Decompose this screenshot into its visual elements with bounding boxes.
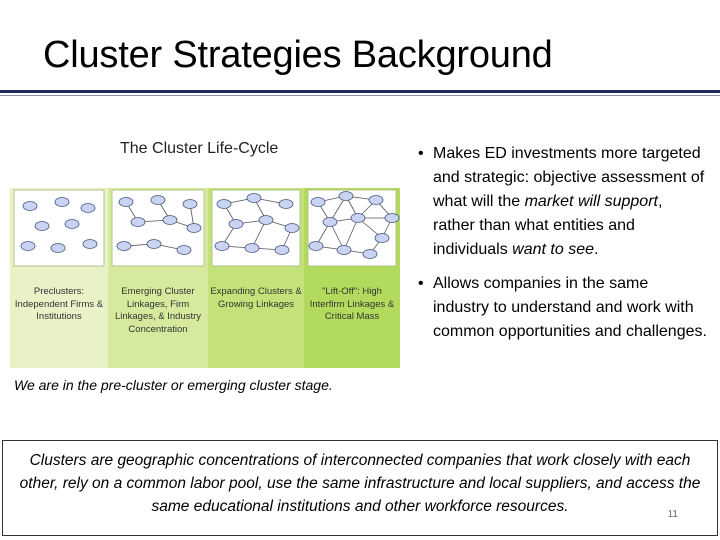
- diagram-node: [146, 239, 162, 249]
- bullet-item: • Makes ED investments more targeted and…: [418, 142, 708, 262]
- diagram-node: [54, 197, 70, 207]
- diagram-node: [374, 233, 390, 243]
- network-diagram-sparse: [13, 189, 105, 267]
- diagram-link: [343, 217, 359, 251]
- stage-precluster: Preclusters: Independent Firms & Institu…: [10, 188, 108, 368]
- network-diagram-expanding: [211, 189, 301, 267]
- diagram-node: [116, 241, 132, 251]
- diagram-node: [22, 201, 38, 211]
- stage-label: Preclusters: Independent Firms & Institu…: [14, 286, 104, 322]
- diagram-node: [350, 213, 366, 223]
- diagram-node: [20, 241, 36, 251]
- diagram-node: [64, 219, 80, 229]
- diagram-node: [80, 203, 96, 213]
- bullet-item: • Allows companies in the same industry …: [418, 272, 708, 344]
- diagram-node: [34, 221, 50, 231]
- bullet-text: Allows companies in the same industry to…: [433, 275, 707, 340]
- diagram-node: [362, 249, 378, 259]
- stage-lift-off: "Lift-Off": High Interfirm Linkages & Cr…: [304, 188, 400, 368]
- bullet-text-italic: market will support: [524, 193, 658, 210]
- diagram-node: [162, 215, 178, 225]
- diagram-node: [244, 243, 260, 253]
- slide-title: Cluster Strategies Background: [43, 34, 553, 76]
- diagram-node: [338, 191, 354, 201]
- lifecycle-caption: We are in the pre-cluster or emerging cl…: [14, 377, 333, 393]
- slide-number: 11: [667, 509, 678, 520]
- diagram-node: [186, 223, 202, 233]
- diagram-node: [150, 195, 166, 205]
- diagram-node: [322, 217, 338, 227]
- bullet-text-part: , rather than what entities and individu…: [433, 193, 663, 258]
- title-divider-thin: [0, 95, 720, 96]
- diagram-node: [308, 241, 324, 251]
- network-diagram-dense: [307, 189, 400, 267]
- stage-label: "Lift-Off": High Interfirm Linkages & Cr…: [309, 286, 395, 322]
- diagram-node: [216, 199, 232, 209]
- bullet-text-part: .: [593, 241, 599, 258]
- lifecycle-stages: Preclusters: Independent Firms & Institu…: [10, 188, 400, 368]
- bullet-text-part: Makes ED investments more targeted and s…: [433, 145, 705, 210]
- stage-expanding: Expanding Clusters & Growing Linkages: [208, 188, 304, 368]
- lifecycle-title: The Cluster Life-Cycle: [120, 140, 279, 157]
- diagram-node: [130, 217, 146, 227]
- title-divider: [0, 90, 720, 93]
- cluster-definition-box: Clusters are geographic concentrations o…: [2, 440, 718, 536]
- network-diagram-emerging: [111, 189, 205, 267]
- bullet-marker: •: [418, 145, 424, 162]
- diagram-node: [278, 199, 294, 209]
- stage-label: Emerging Cluster Linkages, Firm Linkages…: [114, 286, 202, 335]
- diagram-node: [246, 193, 262, 203]
- diagram-node: [310, 197, 326, 207]
- diagram-node: [258, 215, 274, 225]
- diagram-node: [336, 245, 352, 255]
- bullet-marker: •: [418, 275, 424, 292]
- bullet-list: • Makes ED investments more targeted and…: [418, 142, 708, 344]
- diagram-node: [228, 219, 244, 229]
- diagram-node: [182, 199, 198, 209]
- diagram-node: [274, 245, 290, 255]
- diagram-node: [284, 223, 300, 233]
- diagram-node: [384, 213, 400, 223]
- cluster-lifecycle-figure: The Cluster Life-Cycle Preclusters: Inde…: [10, 136, 400, 368]
- diagram-node: [82, 239, 98, 249]
- diagram-node: [368, 195, 384, 205]
- diagram-node: [214, 241, 230, 251]
- diagram-node: [118, 197, 134, 207]
- cluster-definition-text: Clusters are geographic concentrations o…: [19, 452, 701, 515]
- stage-emerging: Emerging Cluster Linkages, Firm Linkages…: [108, 188, 208, 368]
- bullet-text-italic: want to see: [512, 241, 594, 258]
- diagram-node: [50, 243, 66, 253]
- diagram-node: [176, 245, 192, 255]
- stage-label: Expanding Clusters & Growing Linkages: [210, 286, 302, 310]
